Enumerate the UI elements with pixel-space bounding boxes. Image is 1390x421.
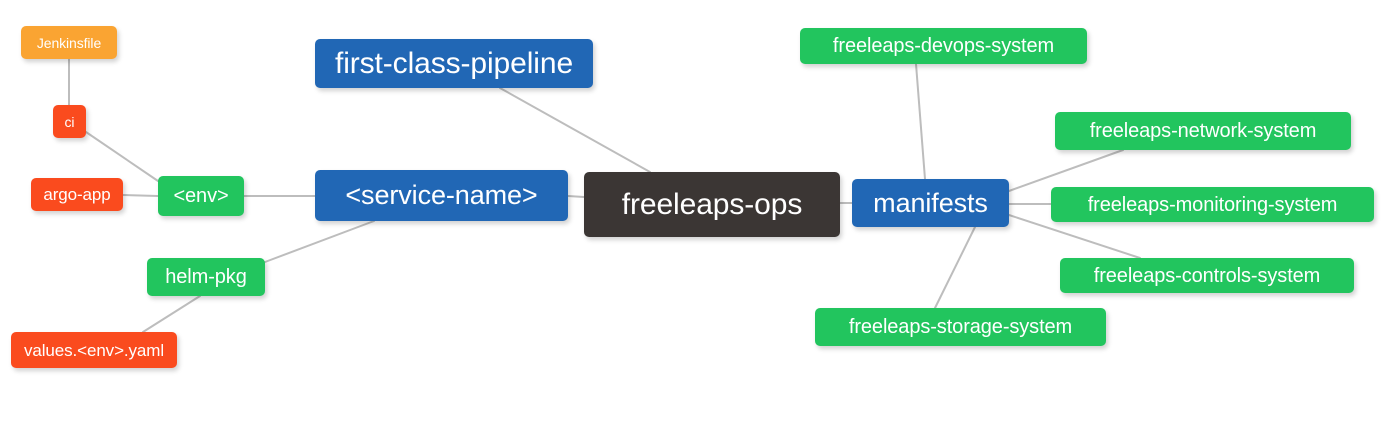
node-freeleaps-ops[interactable]: freeleaps-ops <box>584 172 840 237</box>
node-helm-pkg[interactable]: helm-pkg <box>147 258 265 296</box>
node-jenkinsfile[interactable]: Jenkinsfile <box>21 26 117 59</box>
edge-values-env-yaml-to-helm-pkg <box>142 295 201 333</box>
node-first-class-pipeline[interactable]: first-class-pipeline <box>315 39 593 88</box>
node-label-freeleaps-devops-system: freeleaps-devops-system <box>832 35 1055 57</box>
node-label-service-name: <service-name> <box>345 180 538 210</box>
node-label-env: <env> <box>173 185 229 207</box>
node-freeleaps-devops-system[interactable]: freeleaps-devops-system <box>800 28 1087 64</box>
edge-manifests-to-freeleaps-devops-system <box>915 63 926 180</box>
edge-service-name-to-freeleaps-ops <box>567 195 585 198</box>
node-values-env-yaml[interactable]: values.<env>.yaml <box>11 332 177 368</box>
node-label-freeleaps-controls-system: freeleaps-controls-system <box>1093 264 1321 287</box>
node-label-freeleaps-ops: freeleaps-ops <box>621 187 803 221</box>
edge-helm-pkg-to-service-name <box>264 220 375 263</box>
edge-manifests-to-freeleaps-network-system <box>1008 149 1124 192</box>
node-label-ci: ci <box>64 113 75 130</box>
node-freeleaps-network-system[interactable]: freeleaps-network-system <box>1055 112 1351 150</box>
node-manifests[interactable]: manifests <box>852 179 1009 227</box>
node-label-freeleaps-network-system: freeleaps-network-system <box>1089 120 1317 142</box>
edge-manifests-to-freeleaps-storage-system <box>934 226 976 309</box>
node-freeleaps-storage-system[interactable]: freeleaps-storage-system <box>815 308 1106 346</box>
node-label-freeleaps-storage-system: freeleaps-storage-system <box>848 316 1073 338</box>
node-label-jenkinsfile: Jenkinsfile <box>36 34 102 51</box>
node-service-name[interactable]: <service-name> <box>315 170 568 221</box>
node-freeleaps-controls-system[interactable]: freeleaps-controls-system <box>1060 258 1354 293</box>
node-label-values-env-yaml: values.<env>.yaml <box>23 340 165 360</box>
node-freeleaps-monitoring-system[interactable]: freeleaps-monitoring-system <box>1051 187 1374 222</box>
node-label-helm-pkg: helm-pkg <box>165 266 247 288</box>
node-argo-app[interactable]: argo-app <box>31 178 123 211</box>
node-label-first-class-pipeline: first-class-pipeline <box>334 46 574 80</box>
edge-argo-app-to-env <box>122 194 159 197</box>
node-label-manifests: manifests <box>873 187 988 218</box>
edge-first-class-pipeline-to-freeleaps-ops <box>499 87 651 173</box>
node-label-argo-app: argo-app <box>43 185 111 204</box>
edge-ci-to-env <box>85 131 159 182</box>
node-label-freeleaps-monitoring-system: freeleaps-monitoring-system <box>1087 193 1338 216</box>
node-env[interactable]: <env> <box>158 176 244 216</box>
node-ci[interactable]: ci <box>53 105 86 138</box>
